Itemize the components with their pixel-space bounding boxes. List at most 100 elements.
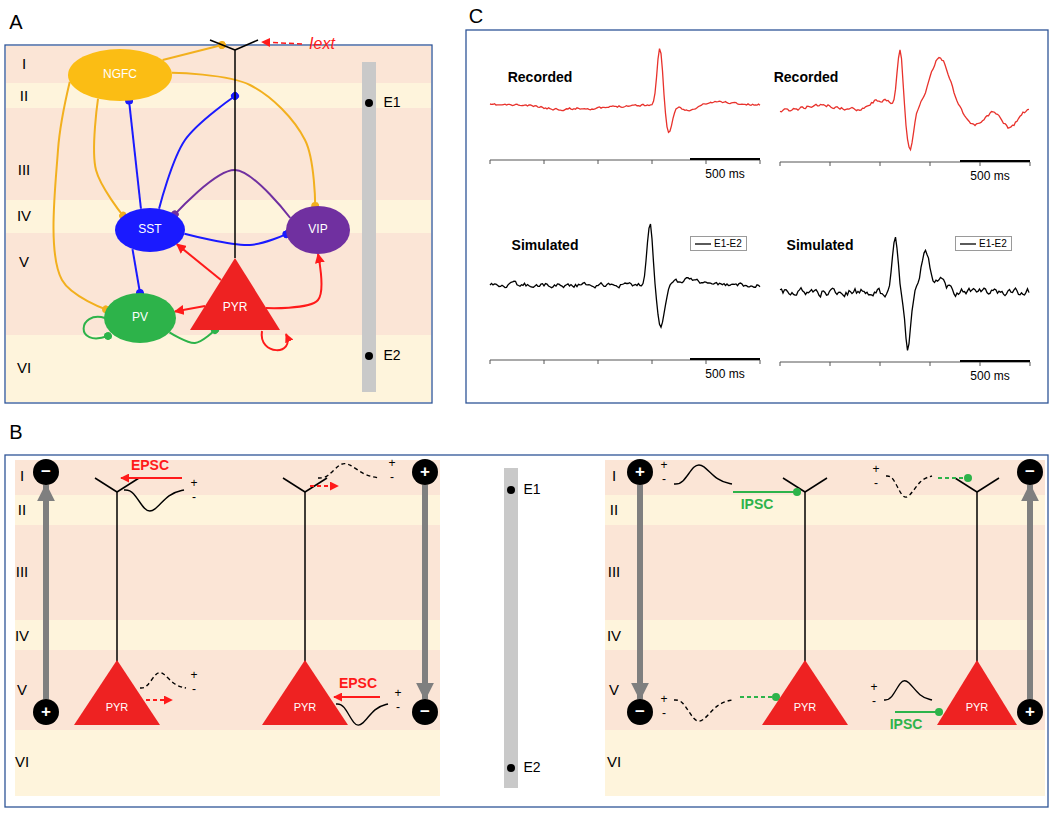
layer-numeral: II	[610, 502, 618, 519]
axis-tick	[1030, 362, 1031, 366]
electrode-contact	[507, 486, 515, 494]
axis-tick	[880, 162, 881, 166]
synaptic-connector	[637, 485, 643, 699]
potential-waveform	[674, 465, 732, 484]
dendrite-branch	[283, 478, 305, 492]
scale-label: 500 ms	[705, 168, 744, 181]
dendrite-branch	[955, 478, 977, 492]
dendrite-branch	[977, 478, 999, 492]
apical-dendrite	[804, 492, 806, 662]
interneuron-ellipse: PV	[104, 293, 176, 343]
layer-numeral: I	[22, 56, 26, 73]
axis-tick	[880, 362, 881, 366]
cortical-layer-band	[15, 620, 440, 650]
dendrite-branch	[95, 478, 117, 492]
synaptic-connector	[133, 249, 141, 293]
electrode-contact	[365, 99, 373, 107]
synaptic-connector	[177, 244, 221, 280]
polarity-sign: -	[390, 471, 394, 484]
current-line	[740, 696, 776, 698]
epsc-arrow	[334, 696, 380, 698]
time-axis	[490, 160, 760, 161]
scale-label: 500 ms	[705, 368, 744, 381]
trace-title: Simulated	[512, 238, 579, 253]
layer-numeral: II	[20, 88, 28, 105]
layer-numeral: II	[18, 502, 26, 519]
polarity-sign: -	[192, 683, 196, 696]
node-label: NGFC	[103, 68, 137, 81]
electrode-contact	[365, 352, 373, 360]
panel-frame	[5, 455, 1048, 807]
soma-triangle	[762, 660, 848, 725]
node-label: PYR	[223, 301, 248, 314]
axis-tick	[598, 360, 599, 364]
apical-dendrite	[234, 50, 236, 258]
soma-triangle	[190, 258, 280, 330]
cortical-layer-band	[15, 730, 440, 796]
axis-tick	[1030, 162, 1031, 166]
pyramidal-neuron: PYR	[937, 660, 1017, 725]
panel-frame	[5, 45, 432, 403]
synaptic-connector	[422, 485, 428, 699]
layer-numeral: III	[608, 564, 621, 581]
node-label: VIP	[308, 223, 327, 236]
polarity-circle: −	[627, 699, 653, 725]
layer-numeral: VI	[17, 360, 31, 377]
interneuron-ellipse: SST	[115, 208, 185, 252]
neuron-outline	[262, 660, 348, 725]
electrode-shaft	[504, 468, 518, 788]
scale-bar	[690, 358, 760, 360]
legend-line	[960, 243, 976, 244]
electrode-label: E1	[383, 95, 400, 110]
layer-numeral: III	[16, 564, 29, 581]
pyramidal-neuron: PYR	[262, 660, 348, 725]
current-line	[938, 477, 968, 479]
cortical-layer-band	[15, 650, 440, 730]
signal-trace	[490, 224, 760, 327]
polarity-sign: -	[396, 701, 400, 714]
signal-trace	[780, 50, 1029, 150]
dendrite-branch	[305, 478, 327, 492]
axis-tick	[760, 360, 761, 364]
node-label: SST	[138, 223, 161, 236]
synaptic-connector	[129, 101, 141, 209]
current-label: Iext	[309, 35, 335, 53]
synaptic-connector	[175, 170, 291, 218]
potential-waveform	[884, 681, 932, 700]
apical-dendrite	[976, 492, 978, 662]
polarity-circle: +	[412, 459, 438, 485]
layer-numeral: VI	[15, 754, 29, 771]
node-label: PYR	[794, 701, 817, 713]
scale-bar	[690, 158, 760, 160]
apical-dendrite	[210, 40, 235, 50]
panel-frame	[466, 30, 1048, 403]
polarity-sign: -	[662, 707, 666, 720]
scale-label: 500 ms	[970, 370, 1009, 383]
synaptic-connector	[172, 73, 315, 206]
cortical-layer-band	[15, 525, 440, 620]
polarity-sign: -	[192, 491, 196, 504]
polarity-circle: +	[33, 699, 59, 725]
synaptic-connector	[1027, 485, 1033, 699]
dendrite-branch	[783, 478, 805, 492]
polarity-circle: −	[1017, 459, 1043, 485]
cortical-layer-band	[605, 460, 1045, 495]
trace-title: Simulated	[787, 238, 854, 253]
legend-line	[695, 243, 711, 244]
epsc-arrow	[121, 477, 182, 479]
panel-letter: A	[9, 11, 22, 33]
polarity-sign: +	[388, 457, 395, 470]
layer-numeral: VI	[607, 754, 621, 771]
current-label: EPSC	[339, 676, 377, 691]
pyramidal-neuron: PYR	[185, 36, 285, 332]
neuron-outline	[74, 660, 160, 725]
cortical-layer-band	[15, 495, 440, 525]
current-arrow	[146, 699, 172, 701]
neuron-outline	[185, 36, 285, 332]
ipsc-line	[733, 491, 797, 493]
layer-numeral: I	[612, 468, 616, 485]
legend-text: E1-E2	[714, 238, 742, 249]
electrode-label: E2	[523, 760, 540, 775]
